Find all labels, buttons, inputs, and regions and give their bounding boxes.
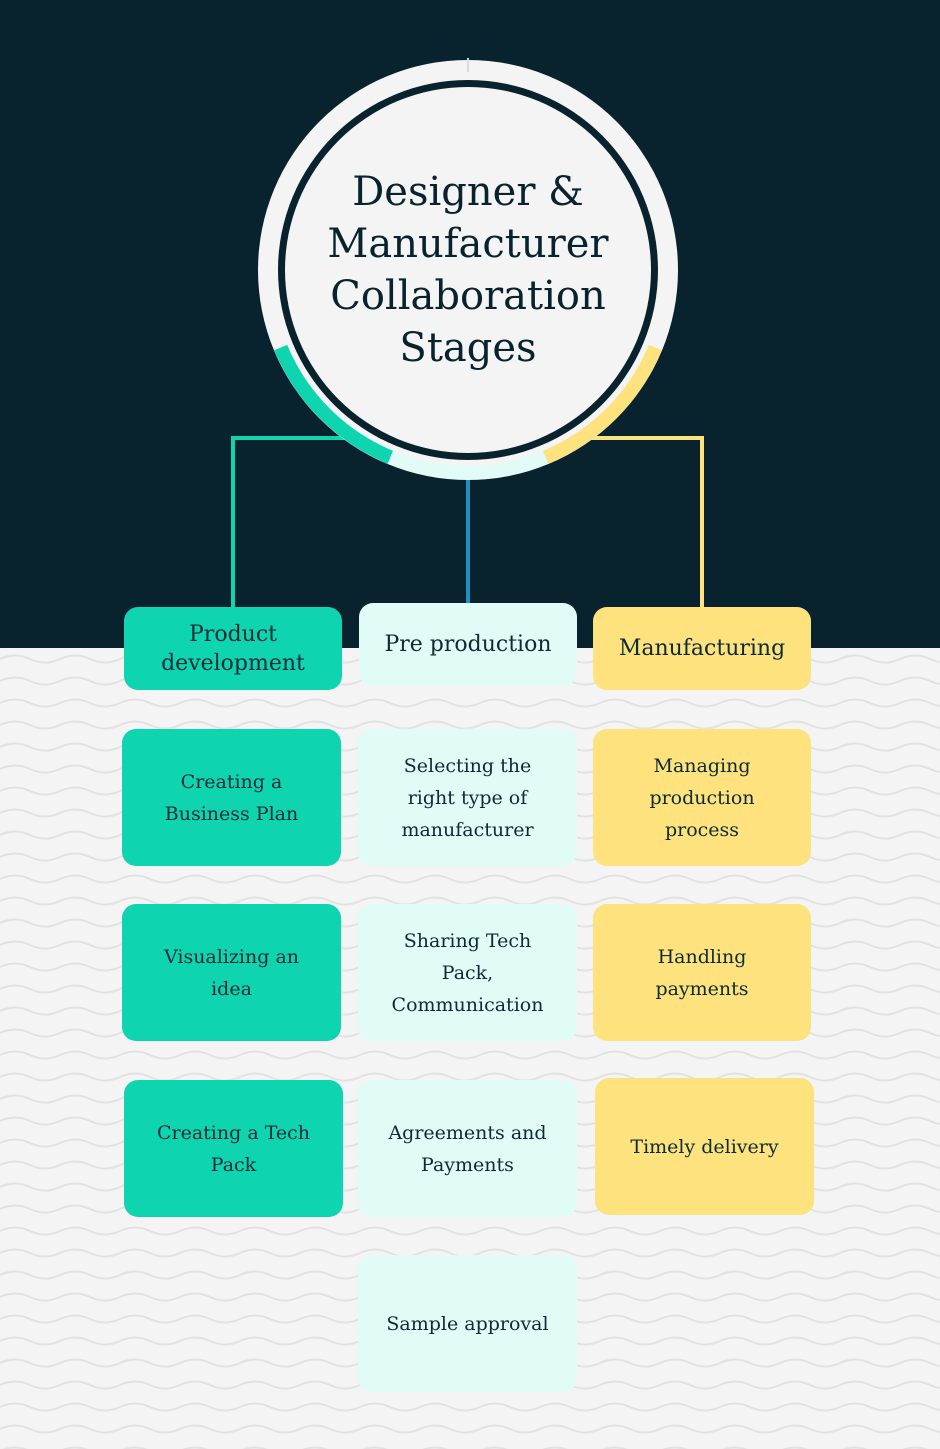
- connector-lines: [231, 58, 704, 607]
- stage-card: Creating a Business Plan: [122, 729, 341, 866]
- title-circle: [258, 58, 678, 480]
- arc-yellow: [542, 344, 662, 464]
- stage-card: Creating a Tech Pack: [124, 1080, 343, 1217]
- stage-card: Agreements and Payments: [358, 1080, 577, 1217]
- connector-product-development: [231, 436, 346, 607]
- arc-teal: [274, 344, 394, 464]
- arc-mint: [387, 450, 549, 480]
- diagram-title: Designer & Manufacturer Collaboration St…: [327, 169, 609, 371]
- stage-card: Sharing Tech Pack, Communication: [358, 904, 577, 1041]
- stage-card: Timely delivery: [595, 1078, 814, 1215]
- connector-manufacturing: [590, 436, 704, 607]
- column-header-manufacturing: Manufacturing: [593, 607, 811, 690]
- stage-card: Handling payments: [593, 904, 811, 1041]
- stage-card: Selecting the right type of manufacturer: [358, 729, 577, 866]
- stage-card: Managing production process: [593, 729, 811, 866]
- column-header-pre-production: Pre production: [359, 603, 577, 686]
- stage-card: Visualizing an idea: [122, 904, 341, 1041]
- stage-card: Sample approval: [358, 1255, 577, 1392]
- column-header-product-development: Product development: [124, 607, 342, 690]
